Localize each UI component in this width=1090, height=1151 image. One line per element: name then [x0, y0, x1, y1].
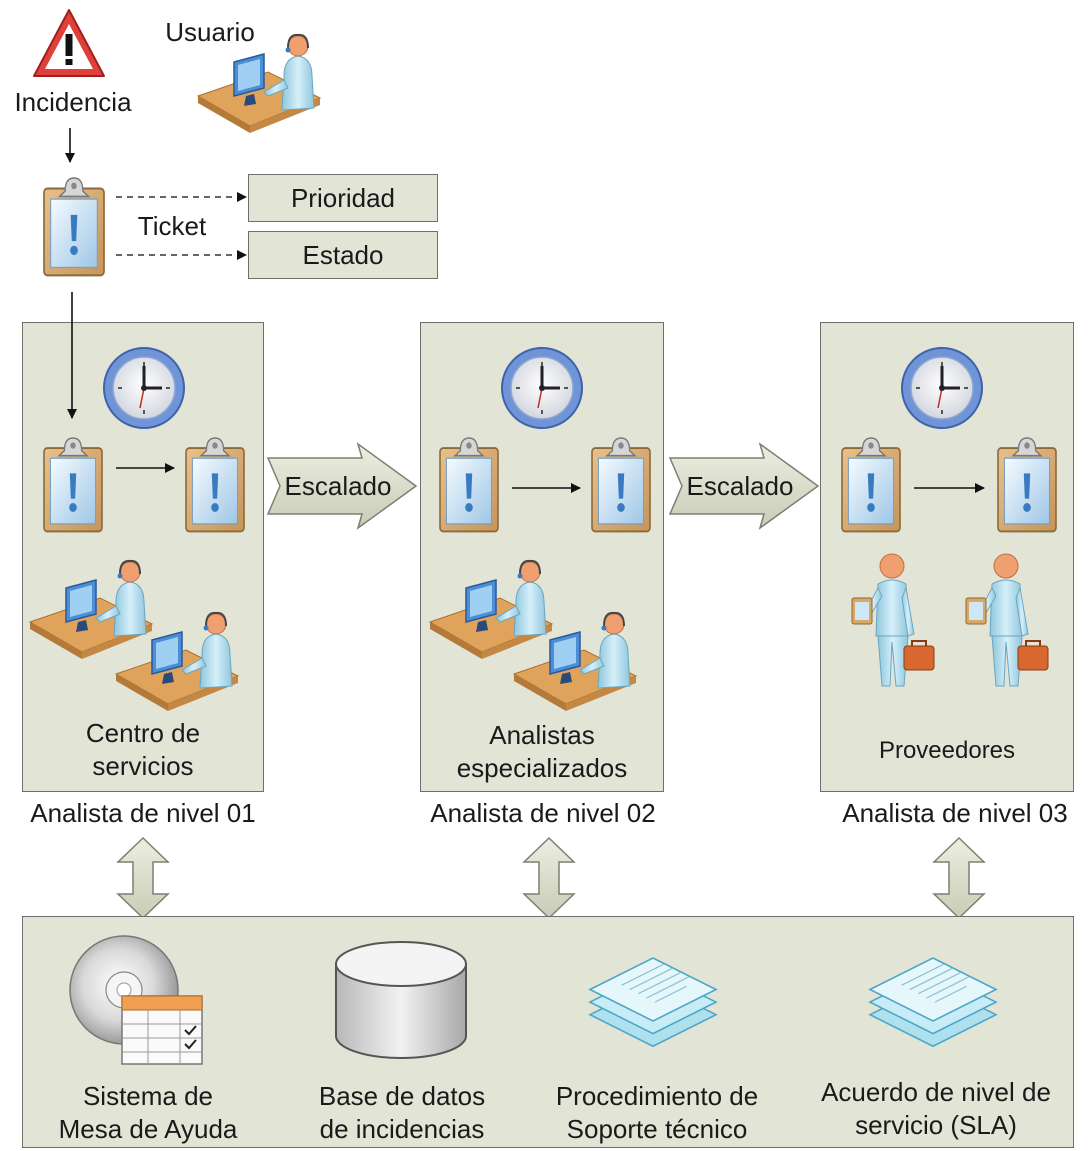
warning-triangle-icon	[33, 9, 105, 77]
bidirectional-arrow	[933, 837, 985, 919]
sla-documents-icon	[869, 957, 997, 1047]
arrow-ticket-into-panel	[67, 322, 77, 419]
database-icon	[335, 941, 467, 1059]
resource-sla-line1: Acuerdo de nivel de	[821, 1077, 1051, 1107]
bidirectional-arrow	[117, 837, 169, 919]
level2-title-line1: Analistas	[489, 720, 595, 750]
resource-help-desk-line2: Mesa de Ayuda	[58, 1114, 238, 1144]
specialist-operator-icon	[513, 611, 637, 712]
ticket-clipboard-icon	[43, 177, 105, 277]
incident-label: Incidencia	[14, 87, 132, 117]
user-label: Usuario	[165, 17, 255, 47]
clock-icon	[900, 346, 984, 430]
arrow-incident-to-ticket	[65, 128, 75, 163]
ticket-clipboard-icon	[591, 437, 651, 533]
level2-caption: Analista de nivel 02	[430, 798, 656, 828]
escalation-arrow	[668, 442, 820, 530]
user-at-computer-icon	[197, 33, 321, 134]
bidirectional-arrow	[523, 837, 575, 919]
procedure-documents-icon	[589, 957, 717, 1047]
escalation-label-2: Escalado	[686, 471, 794, 501]
level1-title-line2: servicios	[92, 751, 194, 781]
resource-database-line2: de incidencias	[319, 1114, 485, 1144]
handoff-arrow	[116, 463, 175, 473]
service-desk-operator-icon	[115, 611, 239, 712]
level1-caption: Analista de nivel 01	[30, 798, 256, 828]
clock-icon	[102, 346, 186, 430]
level3-caption: Analista de nivel 03	[842, 798, 1068, 828]
clock-icon	[500, 346, 584, 430]
escalation-label-1: Escalado	[284, 471, 392, 501]
ticket-clipboard-icon	[997, 437, 1057, 533]
escalation-arrow	[266, 442, 418, 530]
status-box: Estado	[248, 231, 438, 279]
handoff-arrow	[512, 483, 581, 493]
resource-procedure-line1: Procedimiento de	[555, 1081, 759, 1111]
help-desk-software-icon	[69, 935, 203, 1065]
ticket-clipboard-icon	[185, 437, 245, 533]
priority-box: Prioridad	[248, 174, 438, 222]
resource-procedure-line2: Soporte técnico	[566, 1114, 748, 1144]
resource-help-desk-line1: Sistema de	[82, 1081, 214, 1111]
resource-sla-line2: servicio (SLA)	[855, 1110, 1017, 1140]
ticket-clipboard-icon	[841, 437, 901, 533]
provider-person-icon	[851, 553, 935, 687]
resource-database-line1: Base de datos	[318, 1081, 486, 1111]
ticket-attribute-arrows	[116, 192, 247, 260]
level1-title-line1: Centro de	[85, 718, 201, 748]
level3-title: Proveedores	[878, 737, 1016, 764]
ticket-clipboard-icon	[439, 437, 499, 533]
ticket-clipboard-icon	[43, 437, 103, 533]
ticket-label: Ticket	[137, 211, 207, 241]
level2-title-line2: especializados	[456, 753, 628, 783]
provider-person-icon	[965, 553, 1049, 687]
handoff-arrow	[914, 483, 985, 493]
